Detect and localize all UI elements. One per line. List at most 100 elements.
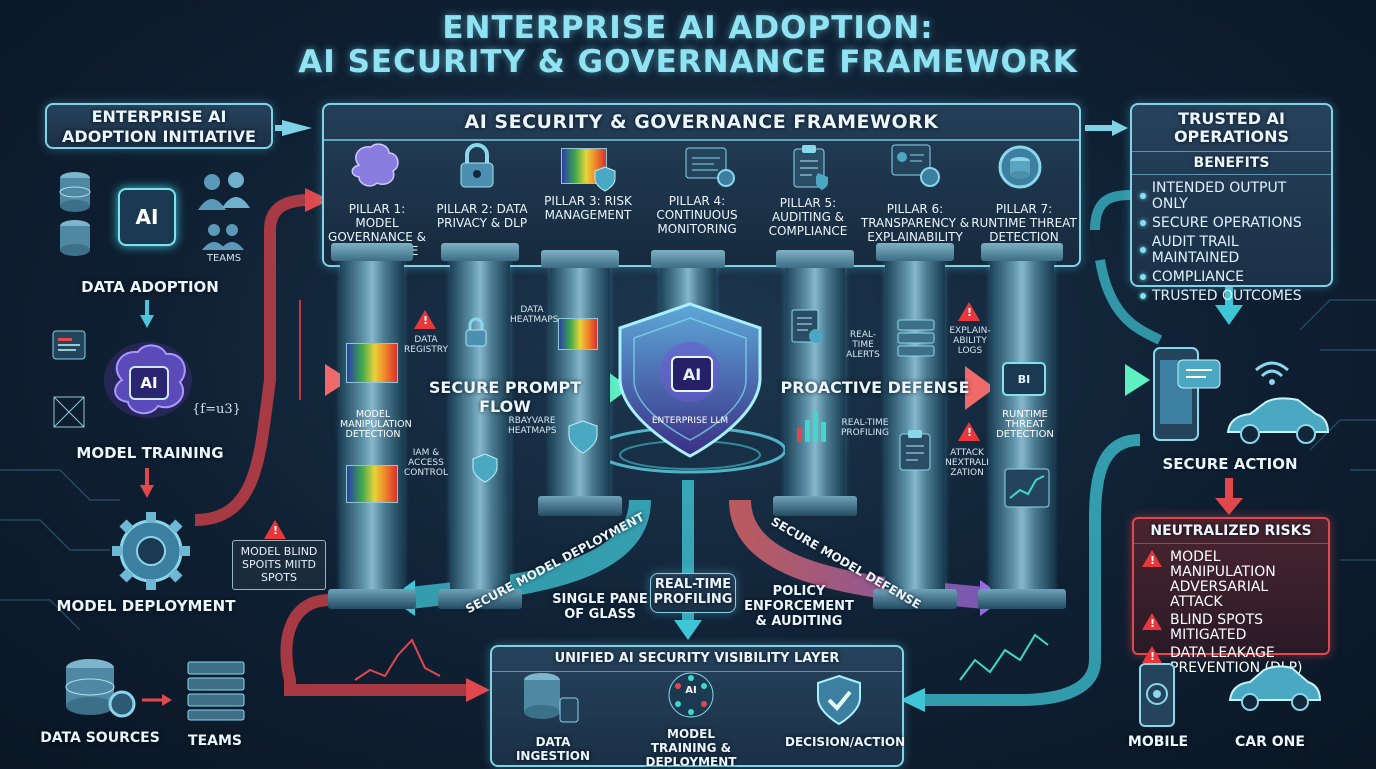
pillar-3-column [538, 250, 622, 516]
pillar-2-label: PILLAR 2: DATA PRIVACY & DLP [436, 202, 528, 230]
explainability-logs-label: EXPLAIN-ABILITY LOGS [949, 326, 991, 356]
benefits-header: BENEFITS [1193, 155, 1270, 171]
enterprise-llm-label: ENTERPRISE LLM [651, 416, 729, 426]
policy-enforcement-label: POLICY ENFORCEMENT & AUDITING [744, 584, 854, 629]
mobile-icon [1138, 662, 1176, 732]
data-registry-label: DATA REGISTRY [404, 335, 448, 355]
model-training-deployment-label: MODEL TRAINING & DEPLOYMENT [645, 727, 737, 769]
trusted-ops-panel: TRUSTED AI OPERATIONS BENEFITS INTENDED … [1130, 103, 1333, 304]
phone-chat-icon [1150, 340, 1230, 448]
shield-small-icon [594, 166, 616, 196]
graph-node-icon [52, 395, 86, 433]
bullet-icon [1140, 274, 1146, 280]
clipboard-p6-icon [896, 428, 936, 478]
risk-item: !MODEL MANIPULATION ADVERSARIAL ATTACK [1142, 550, 1320, 610]
realtime-profiling-small-label: REAL-TIME PROFILING [841, 418, 889, 438]
teams-small-label: TEAMS [206, 253, 242, 264]
database-icon-2 [58, 218, 92, 262]
data-ingestion-label: DATA INGESTION [515, 735, 591, 763]
neural-network-icon [666, 670, 716, 724]
dashboard-gear-icon [890, 143, 942, 193]
pillar-1-column [328, 243, 416, 609]
warning-p6b: ! [958, 422, 980, 441]
warning-icon: ! [1142, 646, 1162, 663]
pillar-6-column [873, 243, 957, 609]
formula-text: {f=u3} [192, 402, 241, 417]
lock-icon [455, 143, 499, 195]
car-icon [1222, 392, 1332, 456]
realtime-profiling-label: REAL-TIME PROFILING [653, 577, 733, 607]
secure-prompt-flow-label: SECURE PROMPT FLOW [428, 378, 582, 416]
shield-ai-label: AI [682, 364, 702, 384]
data-adoption-label: DATA ADOPTION [81, 278, 219, 296]
bullet-icon [1140, 193, 1146, 199]
warning-icon: ! [1142, 550, 1162, 567]
trusted-ops-label: TRUSTED AI OPERATIONS [1173, 109, 1290, 146]
pillar-7-label: PILLAR 7: RUNTIME THREAT DETECTION [971, 202, 1077, 244]
mobile-label: MOBILE [1127, 734, 1189, 750]
bi-label: BI [1017, 372, 1031, 386]
ai-brain-badge: AI [129, 366, 169, 400]
decision-action-label: DECISION/ACTION [785, 735, 906, 749]
benefit-item: COMPLIANCE [1140, 269, 1323, 285]
wifi-icon [1252, 358, 1292, 392]
brain-outline-icon [345, 143, 401, 191]
benefits-list: INTENDED OUTPUT ONLY SECURE OPERATIONS A… [1132, 175, 1331, 309]
bullet-icon [1140, 220, 1146, 226]
model-deployment-label: MODEL DEPLOYMENT [56, 597, 236, 615]
warning-p1: ! [414, 310, 436, 329]
database-icon [58, 170, 92, 218]
proactive-defense-label: PROACTIVE DEFENSE [780, 378, 970, 397]
benefit-item: SECURE OPERATIONS [1140, 215, 1323, 231]
page-title-line2: AI SECURITY & GOVERNANCE FRAMEWORK [298, 44, 1078, 80]
heatmap-p1 [346, 343, 398, 383]
data-sources-label: DATA SOURCES [40, 730, 160, 746]
server-rack-icon [184, 658, 248, 726]
benefit-item: AUDIT TRAIL MAINTAINED [1140, 234, 1323, 266]
document-p5-icon [790, 308, 826, 350]
benefit-item: TRUSTED OUTCOMES [1140, 288, 1323, 304]
ai-brain-label: AI [140, 374, 158, 392]
document-icon [52, 330, 86, 364]
page-title-line1: ENTERPRISE AI ADOPTION: [442, 10, 934, 46]
warning-icon: ! [1142, 613, 1162, 630]
iam-label: IAM & ACCESS CONTROL [404, 448, 448, 478]
monitor-icon [684, 146, 736, 192]
heatmap-p3 [558, 318, 598, 350]
initiative-box: ENTERPRISE AI ADOPTION INITIATIVE [45, 103, 273, 149]
risks-list: !MODEL MANIPULATION ADVERSARIAL ATTACK !… [1134, 544, 1328, 682]
bar-chart-icon [794, 408, 830, 448]
benefit-item: INTENDED OUTPUT ONLY [1140, 180, 1323, 212]
pillar-5-label: PILLAR 5: AUDITING & COMPLIANCE [768, 196, 848, 238]
team-icon [202, 222, 246, 256]
pillar-4-label: PILLAR 4: CONTINUOUS MONITORING [656, 194, 738, 236]
ingestion-db-icon [520, 672, 580, 728]
initiative-label: ENTERPRISE AI ADOPTION INITIATIVE [62, 107, 256, 146]
ai-chip-icon: AI [118, 188, 176, 246]
secure-action-label: SECURE ACTION [1162, 455, 1298, 473]
line-chart-icon [1004, 468, 1050, 512]
network-ai-label: AI [685, 685, 697, 696]
framework-header: AI SECURITY & GOVERNANCE FRAMEWORK [464, 111, 939, 133]
people-icon [196, 170, 256, 224]
car-one-icon [1226, 662, 1322, 724]
pillar-3-label: PILLAR 3: RISK MANAGEMENT [544, 194, 632, 222]
blind-spots-box: MODEL BLIND SPOITS MIITD SPOTS [232, 540, 326, 590]
teams-label: TEAMS [188, 733, 242, 749]
heatmap-p1b [346, 465, 398, 503]
gear-icon [108, 508, 194, 598]
pillar-7-column [978, 243, 1066, 609]
shield-ai-badge: AI [671, 356, 713, 392]
attack-neutral-label: ATTACK NEXTRALI ZATION [945, 448, 989, 478]
bi-icon: BI [1002, 362, 1046, 396]
data-heatmaps-label: DATA HEATMAPS [510, 305, 559, 325]
single-pane-label: SINGLE PANE OF GLASS [552, 592, 648, 622]
bullet-icon [1140, 247, 1146, 253]
model-training-label: MODEL TRAINING [76, 444, 224, 462]
risk-item: !BLIND SPOTS MITIGATED [1142, 613, 1320, 643]
ai-chip-label: AI [135, 205, 159, 229]
realtime-profiling-box: REAL-TIME PROFILING [650, 573, 736, 613]
framework-panel: AI SECURITY & GOVERNANCE FRAMEWORK [322, 103, 1081, 267]
pillar-2-column [438, 243, 522, 609]
realtime-alerts-label: REAL-TIME ALERTS [846, 330, 880, 360]
